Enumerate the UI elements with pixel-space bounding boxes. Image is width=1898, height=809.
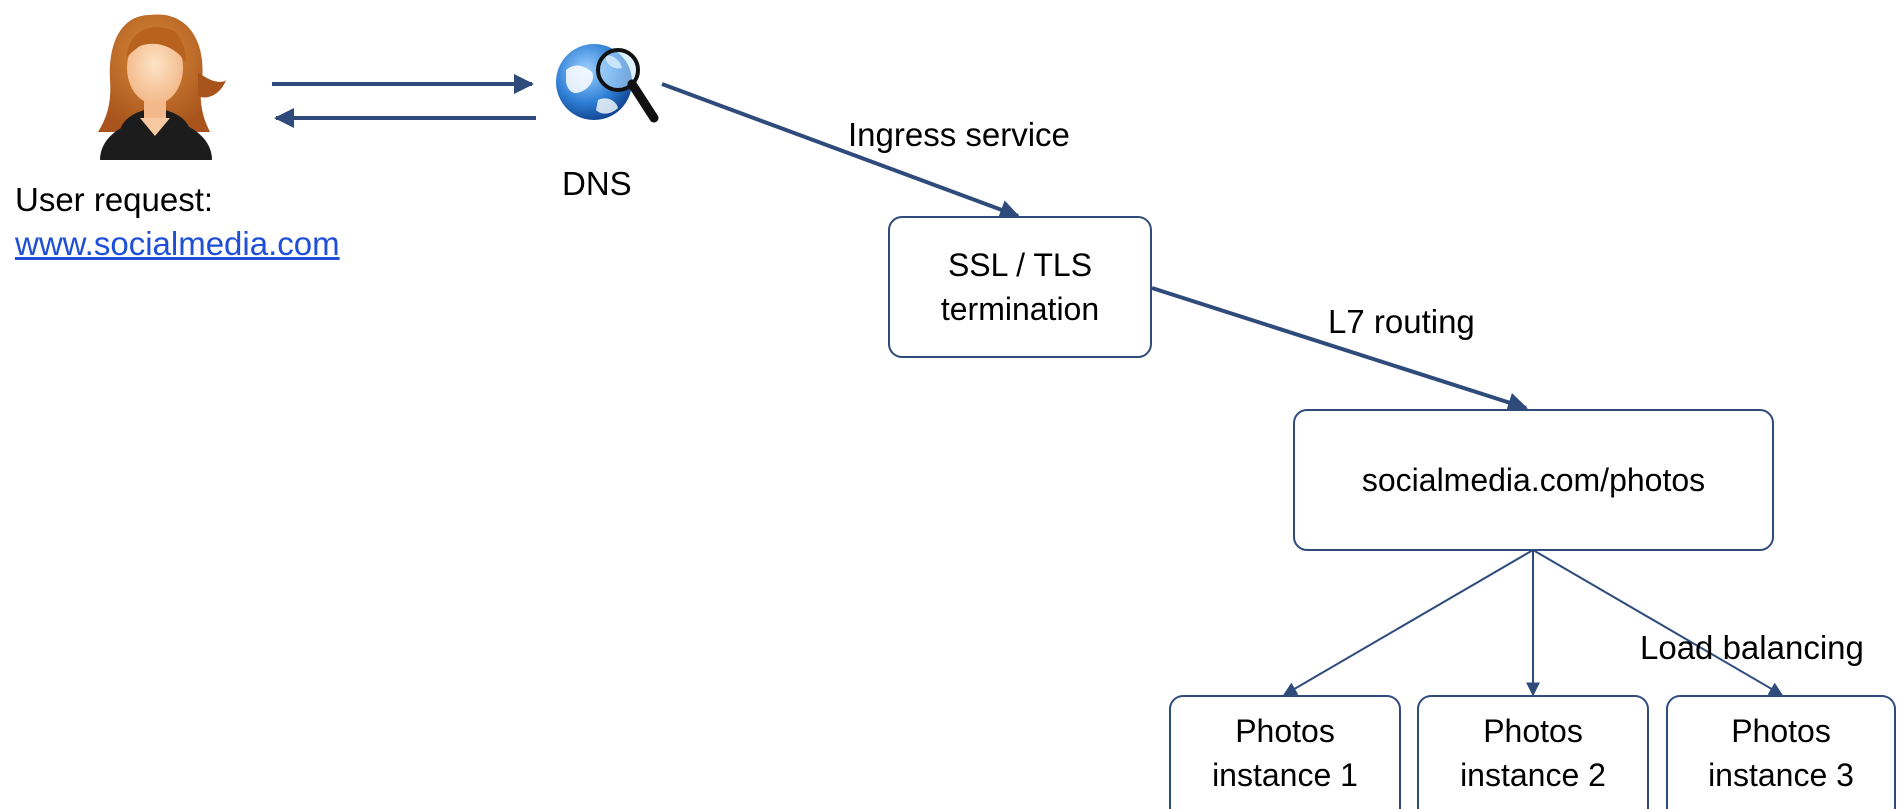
instance-1-line2: instance 1 bbox=[1212, 757, 1358, 793]
user-request-label: User request: bbox=[15, 181, 214, 218]
instance-3-line2: instance 3 bbox=[1708, 757, 1854, 793]
instance-2-line2: instance 2 bbox=[1460, 757, 1606, 793]
photos-instance-2-box: Photos instance 2 bbox=[1417, 695, 1649, 809]
ssl-box-line1: SSL / TLS bbox=[947, 247, 1093, 283]
lb-arrow-instance-3 bbox=[1532, 549, 1784, 696]
ssl-box-line2: termination bbox=[940, 291, 1100, 327]
l7-routing-label: L7 routing bbox=[1328, 303, 1475, 340]
user-request-url-link[interactable]: www.socialmedia.com bbox=[15, 225, 340, 262]
photos-route-box: socialmedia.com/photos bbox=[1293, 409, 1774, 551]
photos-instance-1-box: Photos instance 1 bbox=[1169, 695, 1401, 809]
lb-arrow-instance-1 bbox=[1282, 549, 1534, 696]
ingress-service-label: Ingress service bbox=[848, 116, 1070, 153]
photos-instance-3-box: Photos instance 3 bbox=[1666, 695, 1896, 809]
instance-1-line1: Photos bbox=[1235, 713, 1335, 749]
load-balancing-label: Load balancing bbox=[1640, 629, 1864, 666]
dns-label: DNS bbox=[562, 165, 632, 202]
l7-routing-arrow bbox=[1151, 286, 1528, 413]
globe-magnifier-icon bbox=[556, 44, 659, 123]
user-avatar-icon bbox=[98, 14, 226, 160]
ssl-tls-termination-box: SSL / TLS termination bbox=[888, 216, 1152, 358]
ingress-arrow bbox=[661, 82, 1020, 220]
route-box-label: socialmedia.com/photos bbox=[1361, 462, 1706, 498]
instance-2-line1: Photos bbox=[1483, 713, 1583, 749]
instance-3-line1: Photos bbox=[1731, 713, 1831, 749]
